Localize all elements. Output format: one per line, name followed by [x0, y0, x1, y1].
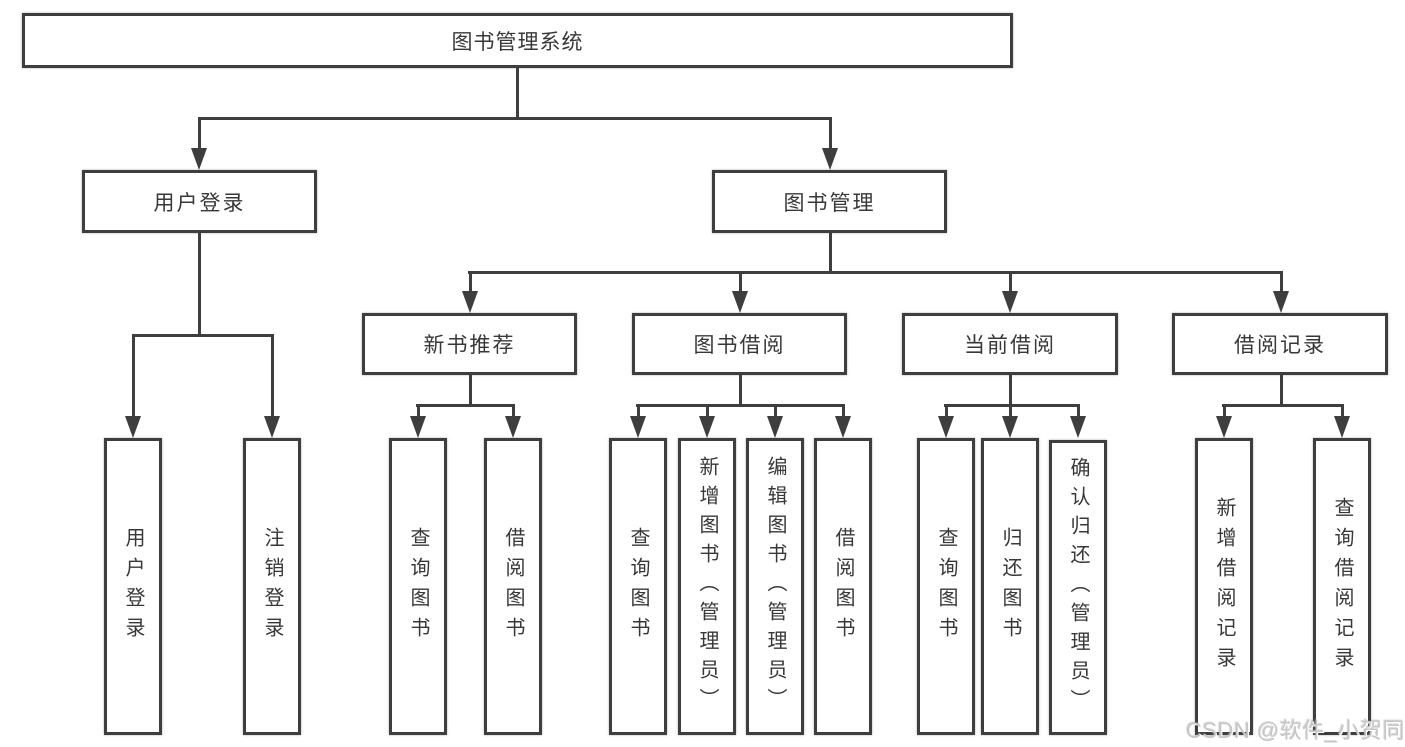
node-user-login: 用户登录 [82, 170, 317, 233]
leaf-current-confirm-return: 确认归还（管理员） [1049, 440, 1107, 735]
leaf-borrowing-query-books-label: 查询图书 [627, 526, 649, 647]
leaf-borrowing-edit-books-label: 编辑图书（管理员） [764, 456, 786, 717]
leaf-recommend-query-books: 查询图书 [389, 438, 447, 735]
leaf-records-query-record-label: 查询借阅记录 [1331, 496, 1353, 677]
node-book-management: 图书管理 [712, 170, 947, 233]
connector-drop-cur-confirm [1077, 404, 1080, 420]
connector-drop-cur-return [1009, 404, 1012, 420]
connector-drop-rec-borrow [512, 404, 515, 420]
node-borrowing-records-label: 借阅记录 [1234, 334, 1326, 357]
connector-level2-rail [198, 117, 832, 120]
connector-recommend-rail [416, 404, 515, 407]
connector-drop-rec-query [417, 404, 420, 420]
arrowhead-bor-add [699, 416, 715, 438]
connector-borrowing-rail [636, 404, 845, 407]
node-current-borrowing-label: 当前借阅 [964, 334, 1056, 357]
leaf-user-login-label: 用户登录 [122, 526, 144, 647]
leaf-current-query-books-label: 查询图书 [935, 526, 957, 647]
connector-records-rail [1222, 404, 1344, 407]
arrowhead-leaf-logout [264, 416, 280, 438]
node-book-borrowing-label: 图书借阅 [693, 334, 786, 357]
arrowhead-bor-borrow [835, 416, 851, 438]
arrowhead-bor-edit [767, 416, 783, 438]
connector-drop-bor-add [706, 404, 709, 420]
node-new-book-recommend: 新书推荐 [362, 313, 577, 375]
arrowhead-cur-query [938, 416, 954, 438]
leaf-logout-label: 注销登录 [261, 526, 283, 647]
connector-drop-leaf-logout [271, 334, 274, 420]
connector-drop-log-add [1223, 404, 1226, 420]
connector-level3-rail [468, 271, 1282, 274]
arrowhead-current-borrowing [1002, 291, 1018, 313]
connector-borrowing-stem [739, 375, 742, 407]
leaf-current-query-books: 查询图书 [917, 438, 975, 735]
arrowhead-log-add [1216, 416, 1232, 438]
node-library-system: 图书管理系统 [22, 13, 1013, 68]
node-borrowing-records: 借阅记录 [1172, 313, 1388, 375]
connector-drop-bor-query [637, 404, 640, 420]
connector-drop-bor-edit [774, 404, 777, 420]
arrowhead-cur-confirm [1070, 416, 1086, 438]
leaf-borrowing-add-books-label: 新增图书（管理员） [696, 456, 718, 717]
connector-current-rail [944, 404, 1080, 407]
arrowhead-leaf-user-login [125, 416, 141, 438]
leaf-user-login: 用户登录 [104, 438, 162, 735]
arrowhead-rec-query [410, 416, 426, 438]
connector-drop-bor-borrow [842, 404, 845, 420]
leaf-recommend-borrow-books-label: 借阅图书 [502, 526, 524, 647]
node-user-login-label: 用户登录 [153, 191, 246, 215]
leaf-records-add-record-label: 新增借阅记录 [1213, 496, 1235, 677]
arrowhead-log-query [1334, 416, 1350, 438]
node-book-borrowing: 图书借阅 [632, 313, 847, 375]
arrowhead-cur-return [1002, 416, 1018, 438]
connector-drop-cur-query [945, 404, 948, 420]
connector-recommend-stem [469, 375, 472, 407]
connector-user-login-rail [132, 334, 274, 337]
arrowhead-borrowing-records [1273, 291, 1289, 313]
arrowhead-bor-query [630, 416, 646, 438]
leaf-borrowing-borrow-books-label: 借阅图书 [832, 526, 854, 647]
connector-root-stem [516, 68, 519, 120]
connector-current-stem [1009, 375, 1012, 407]
leaf-records-add-record: 新增借阅记录 [1195, 438, 1253, 735]
node-new-book-recommend-label: 新书推荐 [423, 334, 516, 357]
node-book-management-label: 图书管理 [783, 191, 876, 215]
arrowhead-user-login [191, 148, 207, 170]
connector-user-login-stem [198, 233, 201, 337]
connector-drop-log-query [1341, 404, 1344, 420]
leaf-borrowing-borrow-books: 借阅图书 [814, 438, 872, 735]
connector-drop-book-borrowing [739, 271, 742, 295]
connector-drop-borrowing-records [1280, 271, 1283, 295]
arrowhead-new-book-recommend [462, 291, 478, 313]
leaf-logout: 注销登录 [243, 438, 301, 735]
leaf-recommend-query-books-label: 查询图书 [407, 526, 429, 647]
node-current-borrowing: 当前借阅 [902, 313, 1118, 375]
arrowhead-book-management [822, 148, 838, 170]
connector-drop-leaf-user-login [132, 334, 135, 420]
arrowhead-book-borrowing [732, 291, 748, 313]
connector-drop-new-book-recommend [469, 271, 472, 295]
connector-drop-book-management [829, 117, 832, 153]
connector-records-stem [1280, 375, 1283, 407]
connector-drop-user-login [198, 117, 201, 153]
leaf-borrowing-edit-books: 编辑图书（管理员） [746, 438, 804, 735]
node-library-system-label: 图书管理系统 [451, 30, 584, 54]
leaf-records-query-record: 查询借阅记录 [1313, 438, 1371, 735]
csdn-watermark: CSDN @软件_小贺同学 [1186, 718, 1405, 743]
connector-book-management-stem [829, 233, 832, 274]
leaf-recommend-borrow-books: 借阅图书 [484, 438, 542, 735]
leaf-borrowing-add-books: 新增图书（管理员） [678, 438, 736, 735]
arrowhead-rec-borrow [505, 416, 521, 438]
connector-drop-current-borrowing [1009, 271, 1012, 295]
leaf-current-confirm-return-label: 确认归还（管理员） [1067, 457, 1089, 718]
leaf-borrowing-query-books: 查询图书 [609, 438, 667, 735]
leaf-current-return-books-label: 归还图书 [999, 526, 1021, 647]
leaf-current-return-books: 归还图书 [981, 438, 1039, 735]
